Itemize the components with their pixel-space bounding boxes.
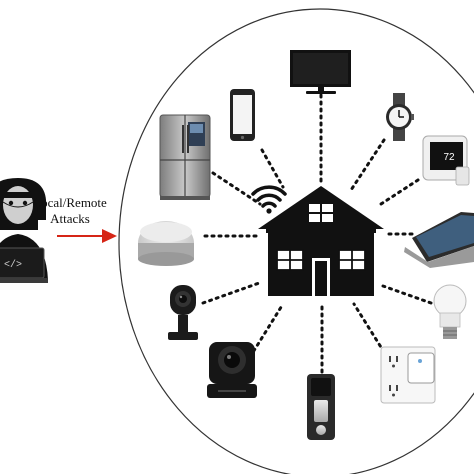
attack-label-line2: Attacks xyxy=(50,211,90,226)
link-smartwatch xyxy=(349,138,386,192)
link-bulb xyxy=(381,284,433,305)
link-plug xyxy=(352,302,386,354)
laptop-icon xyxy=(404,212,474,268)
network-boundary xyxy=(118,8,474,474)
link-ip-camera xyxy=(248,302,285,359)
attack-label-line1: Local/Remote xyxy=(33,195,107,210)
television-icon xyxy=(290,50,351,94)
wifi-icon xyxy=(251,185,287,208)
security-camera-icon xyxy=(168,285,198,340)
refrigerator-icon xyxy=(159,114,211,200)
link-thermostat xyxy=(379,178,420,206)
hacker-icon xyxy=(0,178,48,283)
smart-bulb-icon xyxy=(433,284,467,339)
thermostat-icon xyxy=(422,135,470,186)
link-smartphone xyxy=(260,148,285,189)
smartphone-icon xyxy=(230,89,255,141)
smart-speaker-icon xyxy=(138,221,194,266)
hacker-laptop-prompt: </> xyxy=(4,259,22,271)
smart-lock-icon xyxy=(307,374,335,440)
thermostat-display: 72 xyxy=(443,152,455,163)
connection-lines xyxy=(201,93,433,374)
ip-camera-icon xyxy=(207,342,257,398)
smartwatch-icon xyxy=(386,93,414,141)
attack-arrow xyxy=(57,229,117,243)
smart-home-icon xyxy=(258,186,384,296)
smart-plug-icon xyxy=(380,346,436,404)
link-security-camera xyxy=(201,280,264,305)
link-refrigerator xyxy=(211,171,262,206)
